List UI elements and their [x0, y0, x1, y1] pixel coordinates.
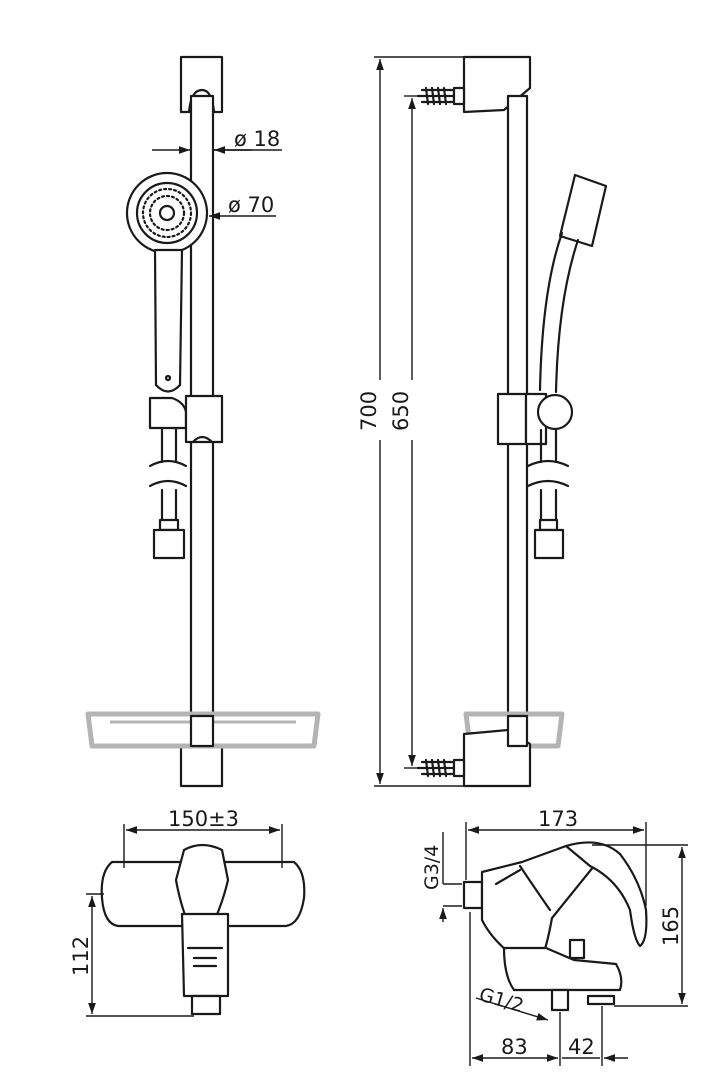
dimension-mixer-projection: 112: [69, 893, 194, 1017]
mixer-side-view: [462, 841, 648, 1012]
mixer-length-label: 173: [538, 807, 578, 831]
dimension-mixer-length: 173: [465, 807, 647, 906]
mixer-width-label: 150±3: [168, 807, 239, 831]
mixer-height-label: 165: [659, 906, 683, 946]
bar-diameter-label: ø 18: [234, 127, 280, 151]
dimension-head-diameter: ø 70: [209, 193, 276, 220]
mixer-projection-label: 112: [69, 936, 93, 976]
mixer-front-view: [100, 843, 306, 1016]
head-diameter-label: ø 70: [228, 193, 274, 217]
fixing-distance-label: 650: [389, 391, 413, 431]
dimension-total-height: 700: [357, 56, 464, 787]
spout-offset-label: 83: [501, 1035, 528, 1059]
dimension-mixer-height: 165: [592, 844, 688, 1007]
outlet-offset-label: 42: [568, 1035, 595, 1059]
dimension-fixing-distance: 650: [389, 95, 420, 769]
total-height-label: 700: [357, 391, 381, 431]
inlet-thread-label: G3/4: [421, 845, 443, 890]
dimension-mixer-width: 150±3: [123, 807, 283, 868]
side-view-shower-rail: [416, 55, 608, 788]
dimension-bar-diameter: ø 18: [152, 127, 282, 154]
dimension-outlet-offset: 42: [562, 1035, 628, 1062]
dimension-inlet-thread: G3/4: [421, 832, 462, 922]
dimension-spout-offset: 83: [469, 912, 603, 1066]
front-view-shower-rail: [85, 55, 321, 788]
